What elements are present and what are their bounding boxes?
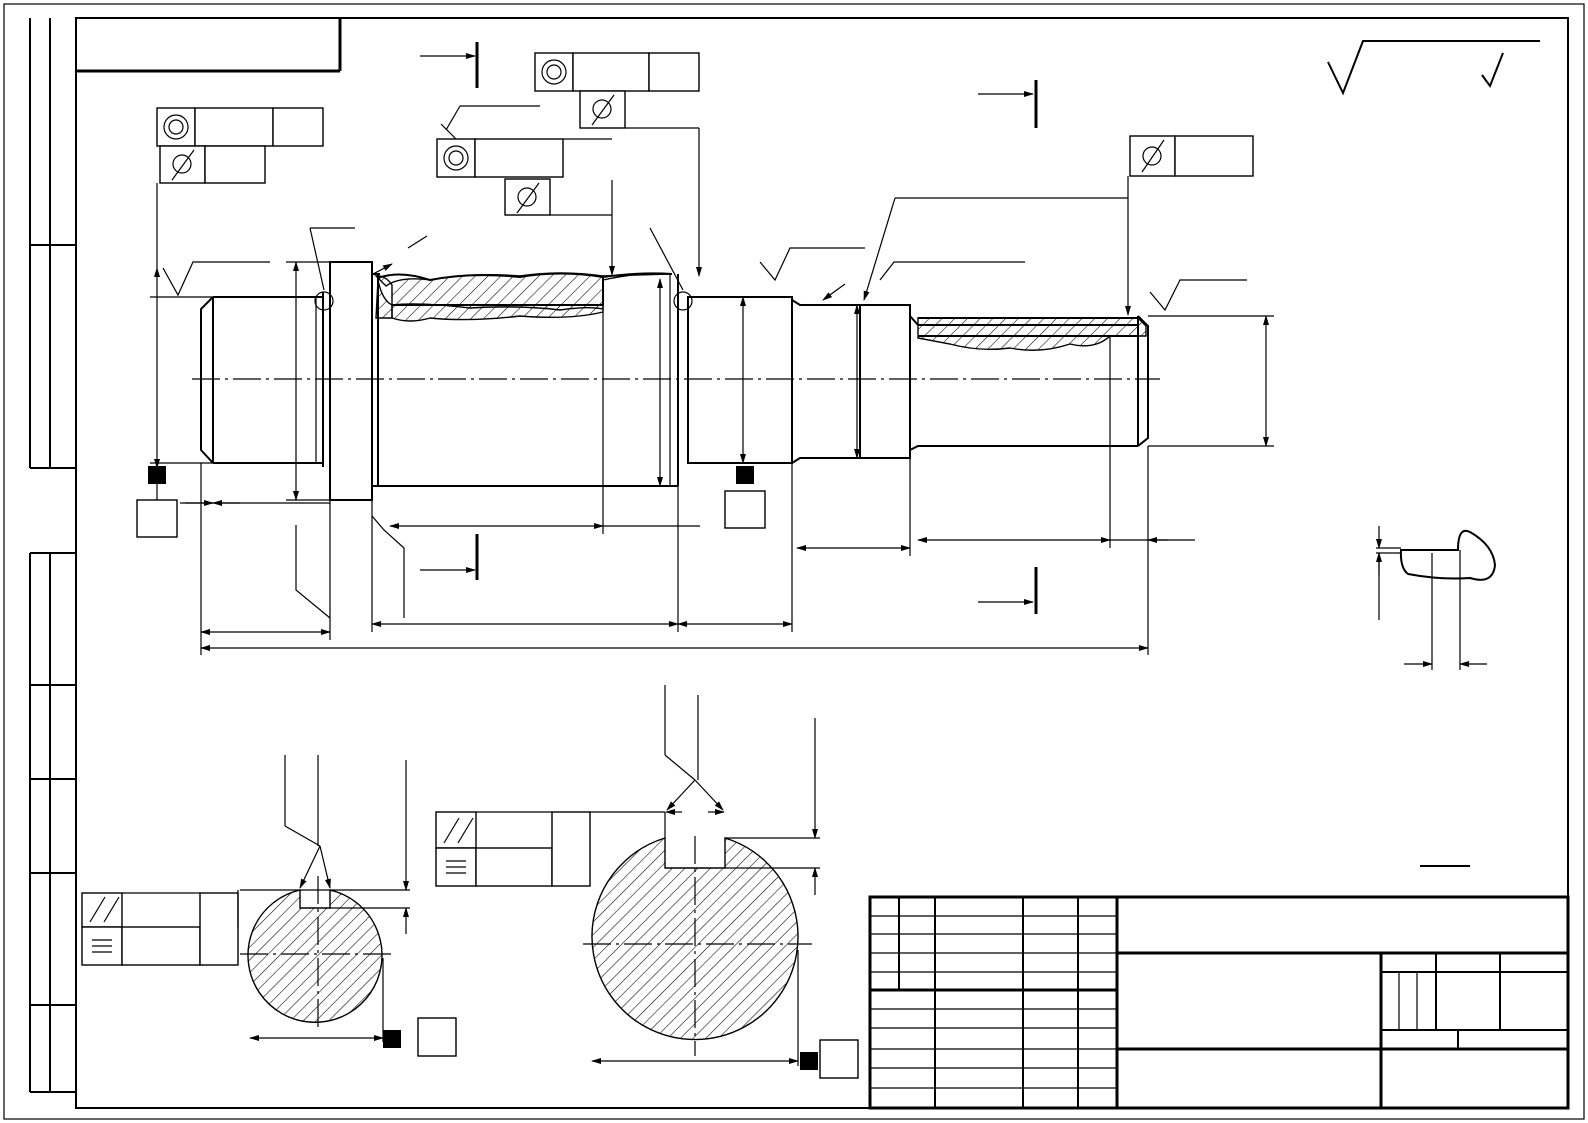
roughness-signs-main <box>162 227 1247 312</box>
detail-view-groove <box>1376 526 1497 670</box>
section-cut-marks <box>420 42 1038 614</box>
section-view-large <box>435 685 859 1079</box>
sheet-frame <box>3 3 1585 1120</box>
roughness-symbol-general <box>1327 40 1540 96</box>
tolerance-frames-main <box>136 52 1254 538</box>
section-view-small <box>81 755 457 1057</box>
shaft-main-view <box>192 261 1160 501</box>
dimension-lines-main <box>150 261 1274 655</box>
title-block <box>868 895 1570 1110</box>
